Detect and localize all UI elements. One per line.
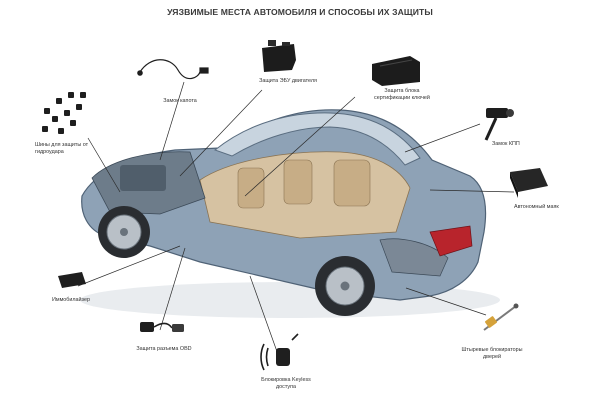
label-door-pin-locks: Штыревые блокираторы дверей bbox=[461, 347, 523, 360]
label-hood-lock: Замок капота bbox=[163, 98, 197, 104]
gps-beacon-icon bbox=[510, 168, 548, 198]
keyless-signal-icon bbox=[260, 333, 299, 371]
front-wheel bbox=[98, 206, 150, 258]
label-key-cert-block: Защита блока сертификации ключей bbox=[374, 88, 430, 101]
immobilizer-icon bbox=[58, 272, 86, 288]
gearbox-lock-icon bbox=[484, 108, 514, 141]
label-ecu-protection: Защита ЭБУ двигателя bbox=[259, 78, 317, 84]
label-keyless-block: Блокировка Keyless доступа bbox=[261, 377, 311, 390]
wheel-bolts-icon bbox=[42, 92, 86, 134]
label-immobilizer: Иммобилайзер bbox=[52, 297, 90, 303]
rear-wheel bbox=[315, 256, 375, 316]
obd-connector-icon bbox=[140, 322, 184, 332]
pin-lock-icon bbox=[483, 303, 519, 331]
ecu-shield-icon bbox=[262, 40, 296, 72]
label-obd-protection: Защита разъема OBD bbox=[136, 346, 192, 352]
label-transmission-lock: Замок КПП bbox=[492, 141, 520, 147]
key-cert-shield-icon bbox=[372, 56, 420, 86]
label-autonomous-beacon: Автономный маяк bbox=[514, 204, 559, 210]
cable-lock-icon bbox=[137, 59, 209, 80]
page-title: УЯЗВИМЫЕ МЕСТА АВТОМОБИЛЯ И СПОСОБЫ ИХ З… bbox=[167, 7, 433, 17]
label-wheel-locks: Шины для защиты от гидроудара bbox=[35, 142, 89, 155]
leader-lines bbox=[77, 81, 515, 361]
